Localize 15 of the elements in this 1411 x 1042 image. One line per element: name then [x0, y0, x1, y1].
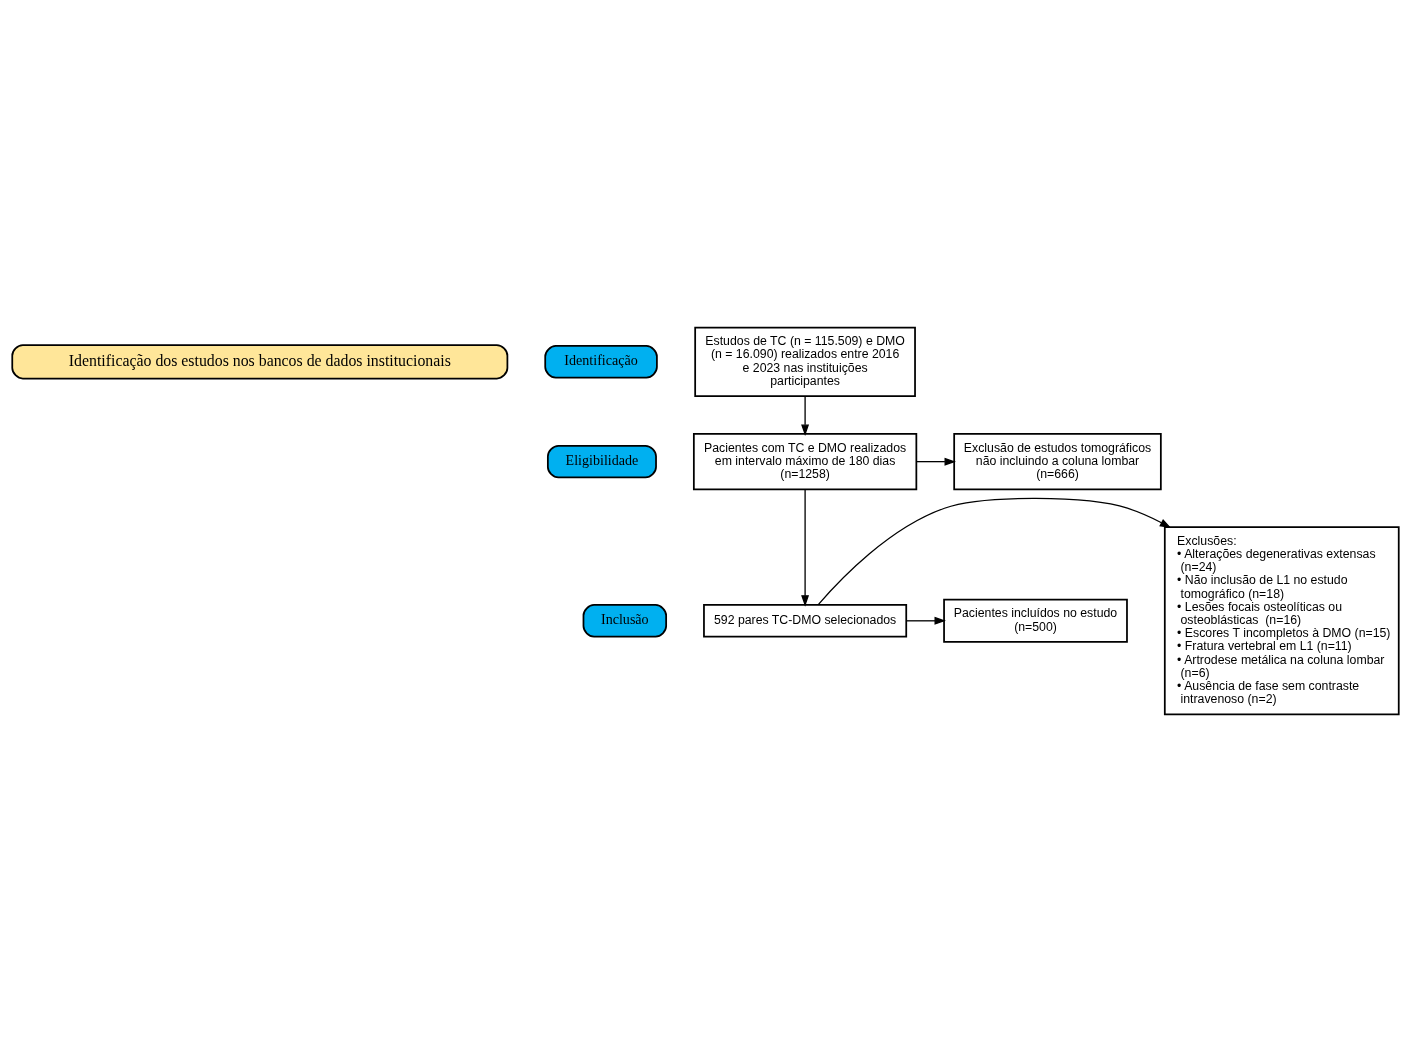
node-box: Identificação — [544, 345, 658, 379]
node-box: Eligibilidade — [547, 444, 657, 479]
node-box: 592 pares TC-DMO selecionados — [703, 604, 908, 638]
node-box: Exclusão de estudos tomográficos não incluindo a coluna lombar (n=666) — [953, 433, 1162, 491]
arrow — [801, 488, 810, 607]
node-box: Inclusão — [582, 604, 667, 638]
arrow — [817, 497, 1172, 606]
node-box: Estudos de TC (n = 115.509) e DMO (n = 16.090) realizados entre 2016 e 2023 nas instituições participantes — [694, 326, 916, 397]
node-box: Pacientes com TC e DMO realizados em intervalo máximo de 180 dias (n=1258) — [692, 433, 918, 491]
node-box: Identificação dos estudos nos bancos de dados institucionais — [11, 344, 509, 380]
node-box: Exclusões: • Alterações degenerativas extensas (n=24) • Não inclusão de L1 no estudo tomográfico (n=18) • Lesões focais osteolíticas ou osteoblásticas (n=16) • Escores T incompletos à DMO (n=15) • Fratura vertebral em L1 (n=11) • Artrodese metálica na coluna lombar (n=6) • Ausência de fase sem contraste intravenoso (n=2) — [1163, 526, 1400, 716]
node-box: Pacientes incluídos no estudo (n=500) — [943, 598, 1128, 643]
arrow — [801, 395, 810, 436]
arrow — [915, 457, 956, 466]
arrow — [905, 616, 946, 625]
